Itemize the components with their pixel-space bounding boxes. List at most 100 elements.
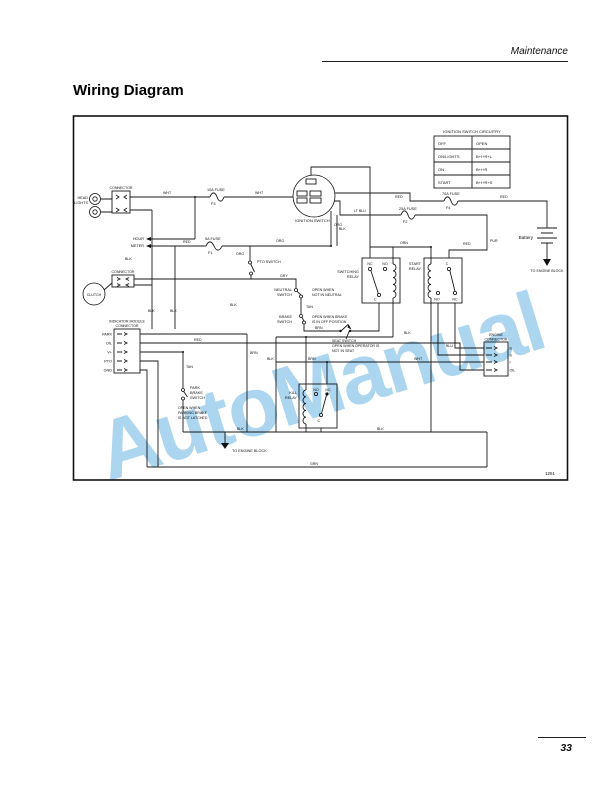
pin-label: V+ bbox=[107, 351, 113, 355]
wire-label-blk: BLK bbox=[237, 427, 244, 431]
wire-label-blk: BLK bbox=[125, 257, 132, 261]
ground-icon bbox=[543, 259, 551, 266]
wire-label-org: ORG bbox=[236, 252, 244, 256]
switching-relay-label: SWITCHING bbox=[337, 270, 359, 274]
wire-label-orn: ORN bbox=[400, 241, 408, 245]
neutral-switch-note: OPEN WHEN bbox=[312, 288, 335, 292]
indicator-module-connector: INDICATOR MODULE CONNECTOR PARK OIL V+ P… bbox=[102, 320, 146, 374]
seat-switch-note: NOT IN SEAT bbox=[332, 349, 355, 353]
page-number: 33 bbox=[560, 742, 572, 754]
battery: Battery TO ENGINE BLOCK bbox=[519, 227, 564, 273]
table-title: IGNITION SWITCH CIRCUITRY bbox=[443, 129, 501, 134]
hour-meter-label: METER bbox=[131, 244, 145, 248]
pin-label: PARK bbox=[102, 333, 113, 337]
clutch-label: CLUTCH bbox=[87, 293, 102, 297]
kill-relay-label: RELAY bbox=[285, 396, 298, 400]
kill-relay-label: KILL bbox=[289, 391, 297, 395]
figure-number: 1251 bbox=[545, 471, 556, 476]
switch-arm bbox=[296, 290, 302, 296]
pin-label: OIL bbox=[510, 369, 516, 373]
fuse-f2-symbol bbox=[400, 210, 416, 220]
hour-meter-label: HOUR bbox=[133, 237, 144, 241]
fuse-f3-label: 10A FUSE bbox=[207, 188, 225, 192]
ignition-switch: IGNITION SWITCH bbox=[292, 174, 336, 223]
relay-coil bbox=[427, 258, 432, 303]
relay-coil bbox=[302, 384, 307, 428]
kill-relay: KILL RELAY NO NC C bbox=[285, 383, 338, 429]
table-cell: START bbox=[438, 180, 451, 185]
start-relay-label: START bbox=[409, 262, 422, 266]
ignition-switch-terminals bbox=[296, 178, 322, 204]
contact-label: C bbox=[318, 419, 321, 423]
wire-label-blk: BLK bbox=[148, 309, 155, 313]
brake-switch-note: OPEN WHEN BRAKE bbox=[312, 315, 348, 319]
contact-label: NO bbox=[382, 262, 388, 266]
neutral-switch-label: NEUTRAL bbox=[274, 288, 292, 292]
table-cell: OFF bbox=[438, 141, 447, 146]
wire-label-red: RED bbox=[395, 195, 403, 199]
contact-label: NO bbox=[434, 298, 440, 302]
park-brake-label: BRAKE bbox=[190, 391, 203, 395]
neutral-switch-note: NOT IN NEUTRAL bbox=[312, 293, 342, 297]
engine-block-label: TO ENGINE BLOCK bbox=[531, 269, 564, 273]
pin-label: S bbox=[510, 354, 513, 358]
wire-label-blu: BLU bbox=[446, 344, 453, 348]
battery-symbol bbox=[537, 227, 557, 244]
wire-label-lt-blu: LT BLU bbox=[354, 209, 366, 213]
engine-connector-pins bbox=[486, 346, 499, 372]
ignition-switch-label: IGNITION SWITCH bbox=[295, 218, 330, 223]
switching-relay: SWITCHING RELAY NC NO C bbox=[337, 257, 401, 304]
fuse-f1-symbol bbox=[205, 241, 223, 251]
switch-arm bbox=[183, 391, 188, 398]
wire-label-wht: WHT bbox=[414, 357, 423, 361]
table-grid bbox=[434, 136, 510, 188]
connector-label: CONNECTOR bbox=[109, 186, 132, 190]
wire-label-tan: TAN bbox=[186, 365, 193, 369]
junction-dots bbox=[182, 196, 432, 363]
switching-relay-label: RELAY bbox=[347, 275, 360, 279]
table-cell: B+I+R+S bbox=[476, 180, 493, 185]
wire-label-gry: GRY bbox=[280, 274, 288, 278]
bottom-ground: TO ENGINE BLOCK bbox=[221, 443, 267, 453]
wire-label-brn: BRN bbox=[315, 326, 323, 330]
wire-label-brn: BRN bbox=[250, 351, 258, 355]
start-relay-label: RELAY bbox=[409, 267, 422, 271]
wire-label-blk: BLK bbox=[170, 309, 177, 313]
relay-arm bbox=[449, 270, 456, 292]
battery-label: Battery bbox=[519, 235, 534, 240]
brake-switch-note: IS IN OFF POSITION bbox=[312, 320, 347, 324]
wire-label-red: RED bbox=[500, 195, 508, 199]
head-lights: HEAD LIGHTS CONNECTOR bbox=[74, 186, 133, 218]
brake-switch-label: BRAKE bbox=[279, 315, 292, 319]
hour-meter-pin bbox=[146, 237, 151, 241]
kill-relay-box bbox=[298, 383, 338, 429]
fuse-f4-symbol bbox=[443, 196, 459, 206]
park-brake-label: SWITCH bbox=[190, 396, 205, 400]
indicator-module-label: INDICATOR MODULE bbox=[109, 320, 145, 324]
headlight-symbol-inner bbox=[92, 196, 98, 202]
wire-label-red: RED bbox=[463, 242, 471, 246]
seat-switch: SEAT SWITCH OPEN WHEN OPERATOR IS NOT IN… bbox=[332, 324, 380, 353]
start-relay: START RELAY C NO NC bbox=[409, 257, 463, 304]
section-header: Maintenance bbox=[510, 46, 568, 57]
table-cell: ON/LIGHTS bbox=[438, 154, 460, 159]
table-cell: ON bbox=[438, 167, 444, 172]
park-brake-note: IS NOT LATCHED bbox=[178, 416, 208, 420]
table-cell: B+I+R bbox=[476, 167, 487, 172]
seat-switch-note: SEAT SWITCH bbox=[332, 339, 357, 343]
clutch: CLUTCH CONNECTOR bbox=[82, 270, 135, 306]
connector-pins bbox=[116, 277, 130, 287]
diagram-border bbox=[72, 115, 569, 481]
wire-label-pur: PUR bbox=[490, 239, 498, 243]
footer-rule bbox=[538, 737, 586, 739]
fuse-f3-id: F3 bbox=[211, 202, 215, 206]
wire-label-blk: BLK bbox=[404, 331, 411, 335]
wire-label-wht: WHT bbox=[255, 191, 264, 195]
switch-arm bbox=[250, 263, 255, 273]
start-relay-box bbox=[423, 257, 463, 304]
wire-label-red: RED bbox=[183, 240, 191, 244]
pto-switch-label: PTO SWITCH bbox=[257, 260, 281, 264]
indicator-module-label: CONNECTOR bbox=[115, 324, 138, 328]
relay-arm bbox=[370, 270, 379, 294]
